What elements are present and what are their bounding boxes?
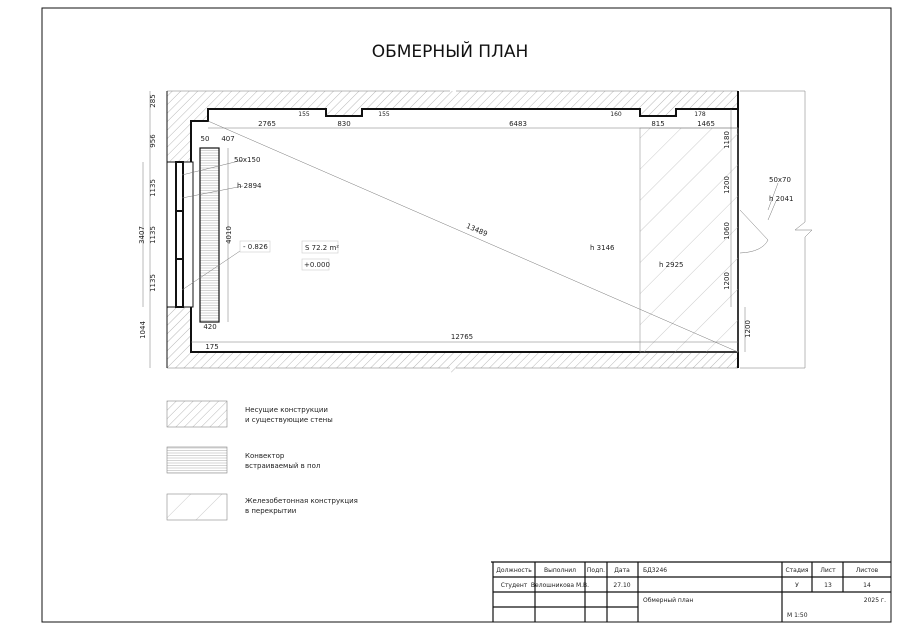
legend-swatch-convector xyxy=(166,446,228,474)
dim-left-3: 1135 xyxy=(149,179,157,197)
dimension-lines xyxy=(142,91,779,368)
tb-sheet: 13 xyxy=(824,582,832,589)
room-inner-wall-bottom xyxy=(190,307,738,353)
tb-sheets: 14 xyxy=(863,582,871,589)
legend-label: и существующие стены xyxy=(245,416,333,424)
tb-date: 27.10 xyxy=(613,582,630,589)
dim-top-2: 830 xyxy=(337,120,350,128)
dim-convector-length: 4010 xyxy=(225,226,233,244)
tb-stage: У xyxy=(795,582,799,589)
sill-level-box xyxy=(239,240,271,253)
dim-left-6: 1044 xyxy=(139,321,147,339)
dim-left-2: 956 xyxy=(149,134,157,148)
dim-right-5: 1200 xyxy=(744,320,752,338)
dim-top-4: 815 xyxy=(651,120,664,128)
dim-right-4: 1200 xyxy=(723,272,731,290)
window xyxy=(166,161,194,308)
dim-convector-offset-1: 50 xyxy=(201,135,210,143)
door-swing xyxy=(739,209,769,254)
dim-top-3: 6483 xyxy=(509,120,527,128)
diagonal-dimension-line xyxy=(207,120,739,353)
floor-level: +0.000 xyxy=(304,261,330,269)
tb-header-stage: Стадия xyxy=(785,567,808,574)
legend-swatch-concrete xyxy=(166,493,228,521)
concrete-slab-zone xyxy=(639,127,739,353)
dim-niche-1: 155 xyxy=(298,111,310,118)
tb-header-date: Дата xyxy=(614,567,630,574)
dim-bottom: 12765 xyxy=(451,333,473,341)
tb-drawing-name: Обмерный план xyxy=(643,597,693,604)
dim-right-2: 1200 xyxy=(723,176,731,194)
slab-height: h 2925 xyxy=(659,261,683,269)
legend-label: встраиваемый в пол xyxy=(245,462,320,470)
legend-label: Несущие конструкции xyxy=(245,406,328,414)
tb-performer: Велошникова М.В. xyxy=(531,582,589,589)
title-block: Должность Выполнил Подп. Дата Студент Ве… xyxy=(491,561,891,622)
dim-convector-offset-2: 407 xyxy=(221,135,234,143)
tb-header-performed: Выполнил xyxy=(544,567,576,574)
legend: Несущие конструкции и существующие стены… xyxy=(166,400,358,521)
tb-header-signature: Подп. xyxy=(587,567,605,574)
tb-position: Студент xyxy=(501,582,528,589)
area-box xyxy=(301,240,339,254)
legend-swatch-walls xyxy=(166,400,228,428)
drawing-title: ОБМЕРНЫЙ ПЛАН xyxy=(372,40,529,62)
floor-level-box xyxy=(301,258,330,271)
column-section: 50x150 xyxy=(234,156,260,164)
dim-left-total: 3407 xyxy=(138,226,146,244)
dim-convector-width: 420 xyxy=(203,323,216,331)
tb-header-sheet: Лист xyxy=(820,567,836,574)
tb-header-sheets: Листов xyxy=(856,567,879,574)
dim-right-3: 1060 xyxy=(723,222,731,240)
dim-right-1: 1180 xyxy=(723,131,731,149)
dim-top-5: 1465 xyxy=(697,120,715,128)
dim-left-5: 1135 xyxy=(149,274,157,292)
legend-label: Конвектор xyxy=(245,452,285,460)
dim-top-1: 2765 xyxy=(258,120,276,128)
tb-code: БД3246 xyxy=(643,567,667,574)
dim-niche-3: 160 xyxy=(610,111,622,118)
room-area: S 72.2 m² xyxy=(305,244,339,252)
legend-label: в перекрытии xyxy=(245,507,296,515)
legend-label: Железобетонная конструкция xyxy=(245,497,358,505)
column-height: h 2894 xyxy=(237,182,262,190)
dim-left-1: 285 xyxy=(149,94,157,107)
dim-niche-4: 178 xyxy=(694,111,706,118)
tb-scale: М 1:50 xyxy=(787,612,808,619)
right-section: 50x70 xyxy=(769,176,791,184)
dim-diagonal: 13489 xyxy=(465,222,489,238)
floor-convector xyxy=(199,147,220,323)
room-height: h 3146 xyxy=(590,244,615,252)
dim-bottom-offset: 175 xyxy=(205,343,218,351)
sheet-frame xyxy=(41,7,892,623)
right-height: h 2041 xyxy=(769,195,793,203)
tb-year: 2025 г. xyxy=(864,597,886,604)
dim-niche-2: 155 xyxy=(378,111,390,118)
sill-level: - 0.826 xyxy=(243,243,268,251)
adjacent-outline xyxy=(740,90,813,369)
tb-header-position: Должность xyxy=(496,567,532,574)
dim-left-4: 1135 xyxy=(149,226,157,244)
